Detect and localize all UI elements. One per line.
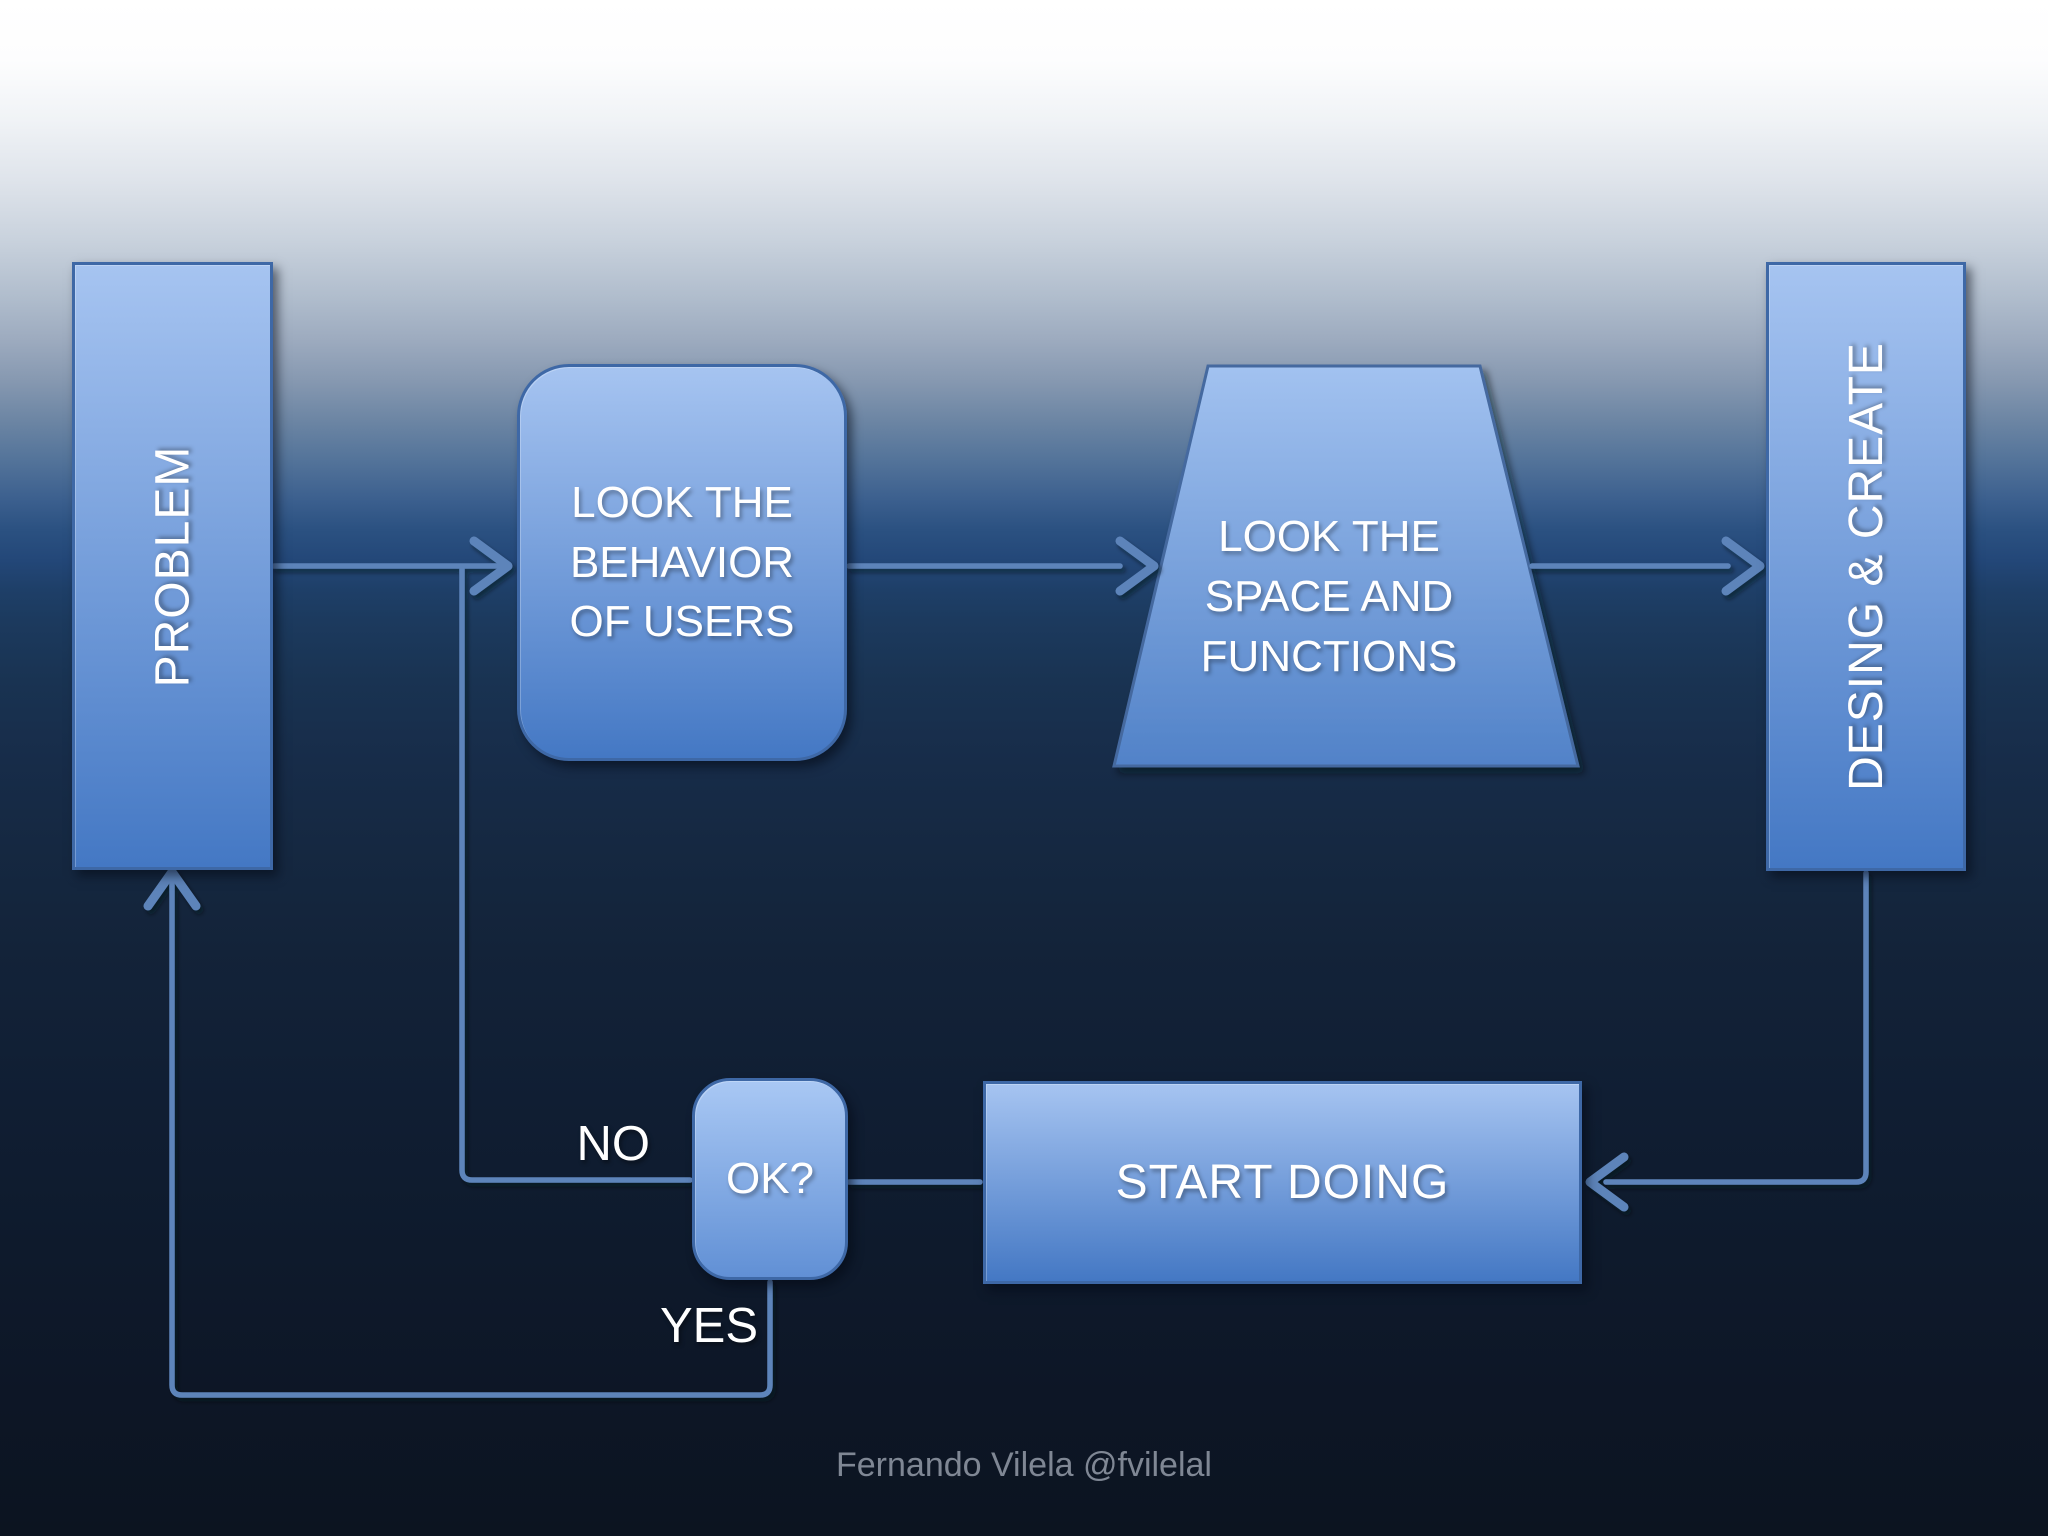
edge-ok-yes-return bbox=[169, 879, 773, 1398]
arrowhead-into-problem bbox=[143, 867, 201, 911]
node-start-doing-label: START DOING bbox=[1115, 1156, 1450, 1209]
edge-label-no: NO bbox=[576, 1117, 651, 1171]
footer-credit: Fernando Vilela @fvilelal bbox=[836, 1446, 1212, 1484]
node-look-behavior: LOOK THE BEHAVIOR OF USERS bbox=[517, 364, 847, 761]
edge-label-yes: YES bbox=[660, 1299, 759, 1353]
node-look-space-label: LOOK THE SPACE AND FUNCTIONS bbox=[1200, 512, 1458, 681]
node-design-create-label: DESING & CREATE bbox=[1839, 342, 1893, 791]
node-look-behavior-label: LOOK THE BEHAVIOR OF USERS bbox=[569, 477, 795, 647]
node-ok-decision: OK? bbox=[692, 1078, 848, 1280]
node-design-create: DESING & CREATE bbox=[1766, 262, 1966, 871]
trapezoid-shape bbox=[1112, 364, 1580, 768]
node-ok-decision-label: OK? bbox=[725, 1154, 815, 1203]
arrowhead-into-design bbox=[1721, 536, 1765, 596]
node-problem-label: PROBLEM bbox=[146, 445, 200, 687]
node-look-space: LOOK THE SPACE AND FUNCTIONS bbox=[1188, 497, 1470, 697]
edge-design-to-start bbox=[1603, 870, 1869, 1185]
arrowhead-into-behavior bbox=[469, 536, 513, 596]
node-problem: PROBLEM bbox=[72, 262, 273, 870]
arrowhead-into-space bbox=[1115, 536, 1159, 596]
node-start-doing: START DOING bbox=[983, 1081, 1582, 1284]
edge-ok-no-return bbox=[459, 566, 693, 1183]
arrowhead-into-start bbox=[1585, 1152, 1629, 1212]
